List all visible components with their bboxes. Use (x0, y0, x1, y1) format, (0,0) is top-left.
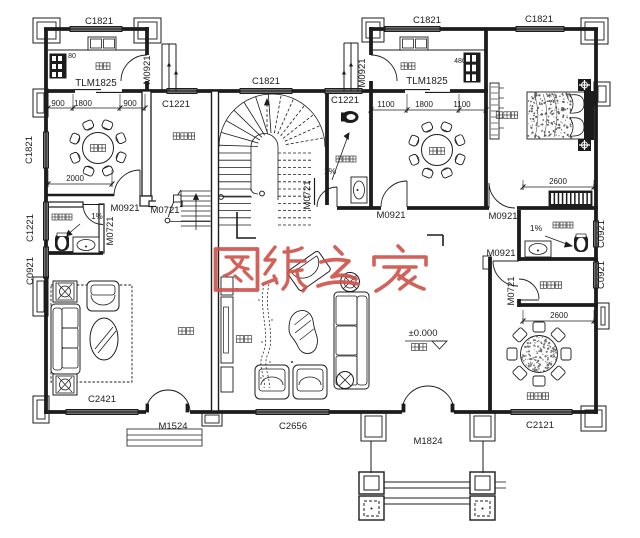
svg-text:M0921: M0921 (110, 203, 139, 214)
svg-text:M0721: M0721 (150, 205, 179, 216)
svg-text:C1221: C1221 (162, 99, 190, 110)
svg-text:M0921: M0921 (376, 210, 405, 221)
svg-text:2600: 2600 (550, 311, 568, 320)
svg-text:C0921: C0921 (25, 257, 36, 285)
svg-text:M0921: M0921 (357, 58, 368, 87)
svg-text:M0921: M0921 (486, 248, 515, 259)
svg-text:900: 900 (51, 99, 65, 108)
svg-text:2000: 2000 (66, 174, 84, 183)
svg-text:C2656: C2656 (279, 421, 307, 432)
svg-text:M0721: M0721 (506, 276, 517, 305)
svg-text:900: 900 (123, 99, 137, 108)
svg-text:2600: 2600 (549, 177, 567, 186)
svg-text:480: 480 (454, 58, 466, 65)
svg-text:1%: 1% (91, 212, 103, 221)
svg-text:1%: 1% (530, 223, 543, 233)
svg-text:C0921: C0921 (596, 220, 607, 248)
svg-text:TLM1825: TLM1825 (75, 78, 117, 89)
svg-text:1800: 1800 (74, 99, 92, 108)
svg-text:1800: 1800 (415, 100, 433, 109)
svg-text:M0921: M0921 (142, 55, 153, 84)
svg-text:1%: 1% (324, 166, 337, 176)
svg-text:±0.000: ±0.000 (409, 328, 438, 339)
svg-text:80: 80 (68, 53, 76, 60)
svg-text:C1821: C1821 (24, 136, 35, 164)
svg-text:TLM1825: TLM1825 (406, 76, 448, 87)
svg-text:C1221: C1221 (25, 214, 36, 242)
svg-text:1100: 1100 (453, 100, 471, 109)
svg-text:1100: 1100 (377, 100, 395, 109)
svg-text:M0721: M0721 (302, 180, 313, 209)
svg-text:C1821: C1821 (85, 16, 113, 27)
svg-text:C1821: C1821 (252, 76, 280, 87)
svg-text:C2421: C2421 (88, 394, 116, 405)
svg-text:M0721: M0721 (105, 216, 116, 245)
svg-text:M1824: M1824 (413, 436, 442, 447)
svg-text:C1221: C1221 (331, 95, 359, 106)
svg-text:M1524: M1524 (158, 421, 187, 432)
svg-text:C1821: C1821 (413, 15, 441, 26)
svg-text:C0921: C0921 (596, 261, 607, 289)
svg-text:C1821: C1821 (525, 14, 553, 25)
svg-text:M0921: M0921 (488, 211, 517, 222)
svg-text:C2121: C2121 (526, 420, 554, 431)
